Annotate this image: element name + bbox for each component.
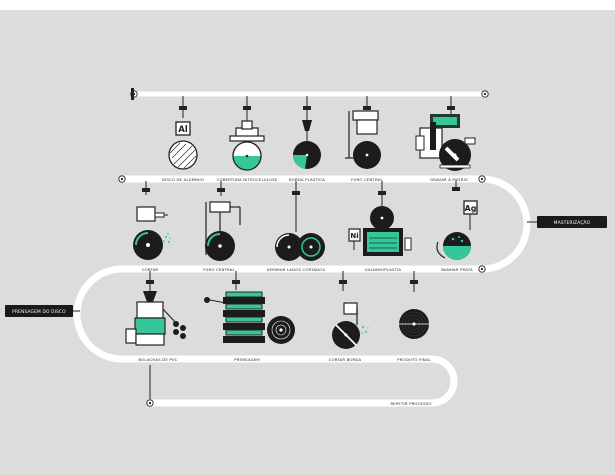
lathe-cutting-icon [415,96,476,171]
electroplating-tank-icon: Ni [348,181,412,256]
aluminum-badge: Al [178,125,188,135]
cutting-machine-icon [133,181,171,260]
step-label-borda-plastica: BORDA PLÁSTICA [289,177,325,182]
step-label-separar-lados: SEPARAR LADOS CORTADOS [267,267,326,272]
nickel-badge: Ni [350,232,358,240]
press-stack-icon [204,271,295,344]
step-label-cortar: CORTAR [142,267,159,272]
silver-badge: Ag [465,204,477,213]
final-record-icon [398,271,430,339]
aluminum-disc-icon: Al [168,96,198,170]
diagram-canvas: MASTERIZAÇÃO PRENSAGEM DO DISCO DISCO DE… [0,10,615,475]
step-label-gravar-matriz: GRAVAR A MATRIZ [430,177,468,182]
pressing-label: PRENSAGEM DO DISCO [12,309,66,315]
step-label-cobertura: COBERTURA NITROCELULOSE [217,177,278,182]
track-top-endcap [131,88,134,100]
plastic-edge-icon [292,96,321,169]
step-label-prensagem: PRENSAGEM [234,357,260,362]
process-diagram: MASTERIZAÇÃO PRENSAGEM DO DISCO DISCO DE… [5,88,607,407]
center-hole-press-icon [345,96,381,169]
process-track [73,91,531,407]
separate-sides-icon [275,181,325,261]
pressing-section: PRENSAGEM DO DISCO [5,305,80,317]
mastering-section: MASTERIZAÇÃO [527,216,607,228]
step-label-disco-aluminio: DISCO DE ALUMÍNIO [162,177,204,182]
mastering-label: MASTERIZAÇÃO [554,219,591,226]
step-labels: DISCO DE ALUMÍNIO COBERTURA NITROCELULOS… [138,177,473,406]
step-label-produto-final: PRODUTO FINAL [397,357,431,362]
step-label-galvanoplastia: GALVANOPLASTIA [365,267,402,272]
step-label-furo-central-2: FURO CENTRAL [203,267,235,272]
edge-trimmer-icon [332,271,369,349]
track-serpentine [73,175,531,407]
step-label-repetir: REPETIR PROCESSO [390,401,431,406]
silver-bath-icon: Ag [436,181,478,260]
step-label-banhar-prata: BANHAR PRATA [441,267,473,272]
pvc-pellets-extruder-icon [125,271,186,346]
nitrocellulose-coating-icon [229,96,265,171]
center-hole-drill-icon [205,181,241,261]
step-label-furo-central-1: FURO CENTRAL [351,177,383,182]
step-label-cortar-borda: CORTAR BORDA [329,357,362,362]
step-label-bolachas-pvc: BOLACHAS DE PVC [138,357,177,362]
